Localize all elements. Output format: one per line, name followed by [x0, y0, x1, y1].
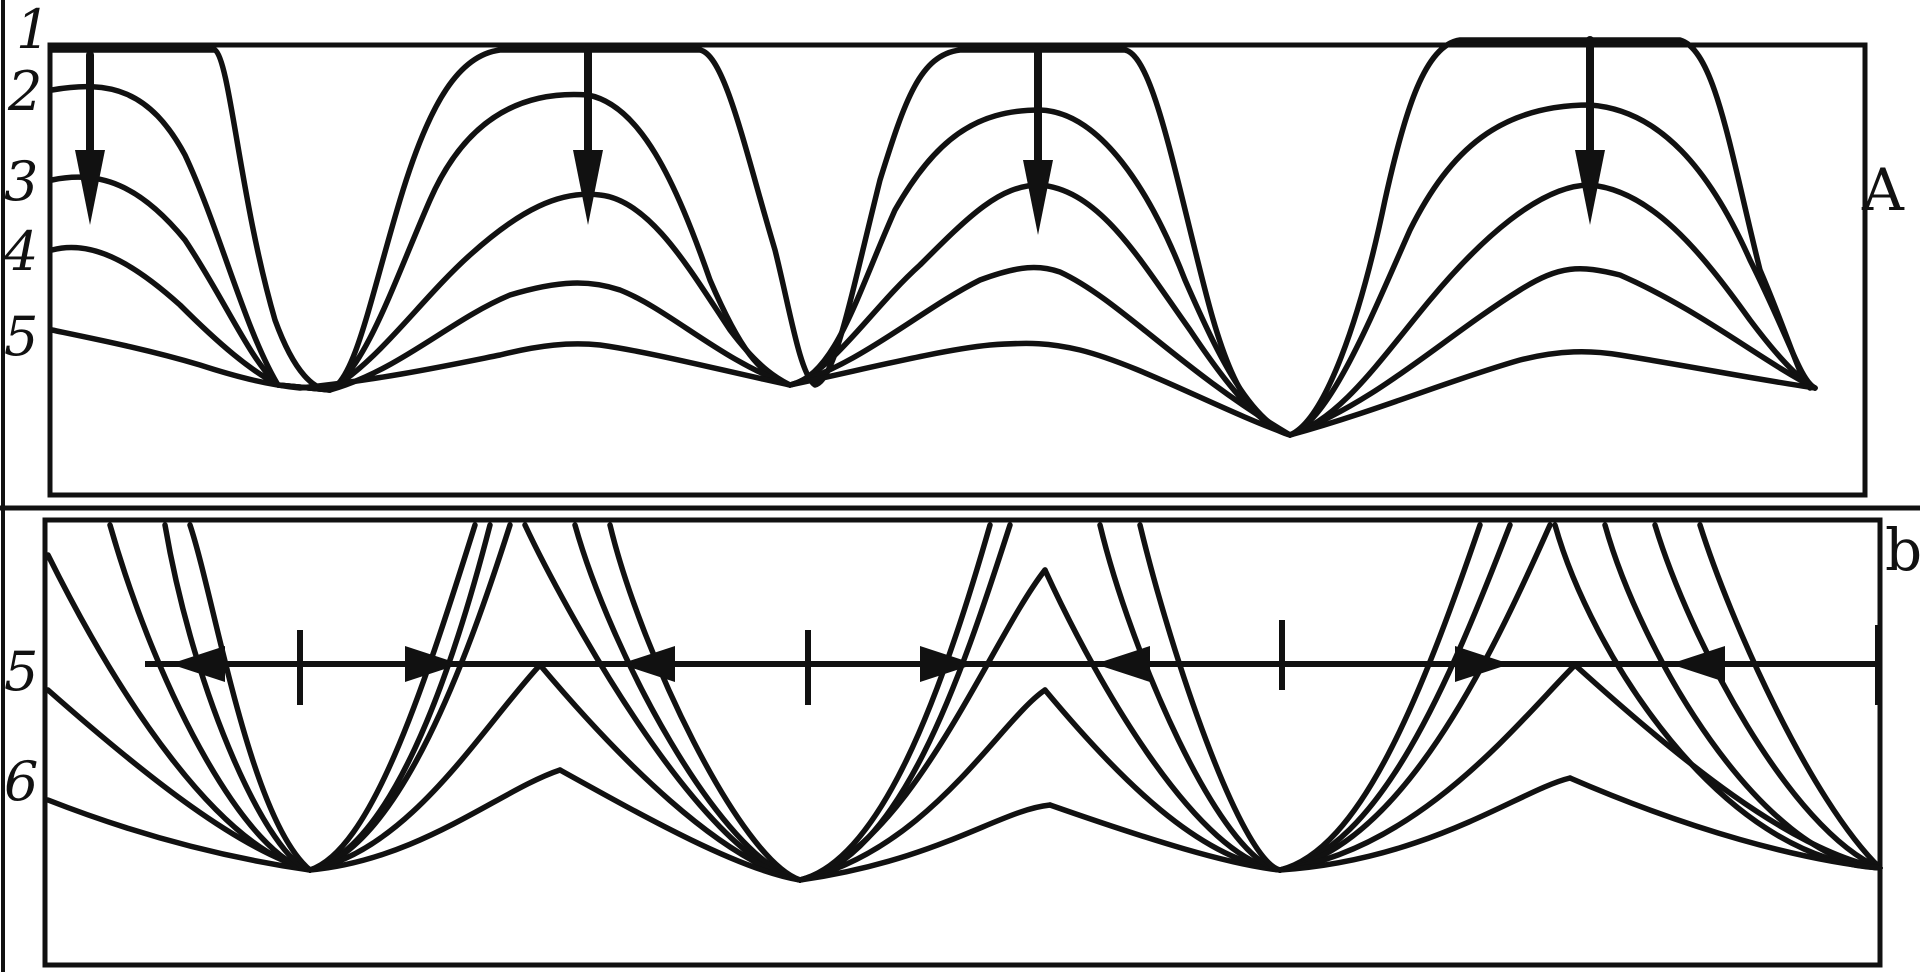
left-arrow-icon [1095, 646, 1150, 682]
stage-label-6: 6 [4, 750, 38, 813]
panel-label-a: A [1861, 156, 1905, 224]
spacing-line [145, 620, 1880, 705]
stage-label-5: 5 [4, 305, 38, 368]
profile-curve-5 [52, 330, 1815, 435]
stage-label-4: 4 [3, 220, 38, 283]
top-panel: 1 2 3 4 5 A [3, 0, 1905, 495]
stage-label-3: 3 [4, 150, 38, 213]
bottom-panel: 5 6 b [4, 516, 1920, 965]
stage-label-1: 1 [16, 0, 50, 61]
stage-label-2: 2 [7, 60, 42, 123]
profile-curve-2 [52, 87, 1815, 435]
down-arrow-icon [1575, 40, 1605, 225]
down-arrow-icon [75, 55, 105, 225]
profile-curve-4 [52, 247, 1815, 435]
left-arrow-icon [1670, 646, 1725, 682]
down-arrow-icon [573, 48, 603, 225]
left-arrow-icon [620, 646, 675, 682]
panel-label-b: b [1885, 516, 1920, 584]
right-arrow-icon [1455, 646, 1510, 682]
shrinkage-arrows [75, 40, 1605, 235]
valley-fan-4 [1555, 525, 1880, 868]
down-arrow-icon [1023, 48, 1053, 235]
valley-fan-3 [1045, 525, 1575, 870]
valley-fan-2 [525, 525, 1050, 880]
stage-label-5b: 5 [4, 640, 38, 703]
bottom-panel-frame [45, 520, 1880, 965]
profile-curve-1 [52, 40, 1810, 435]
valley-fan-1 [48, 525, 560, 870]
